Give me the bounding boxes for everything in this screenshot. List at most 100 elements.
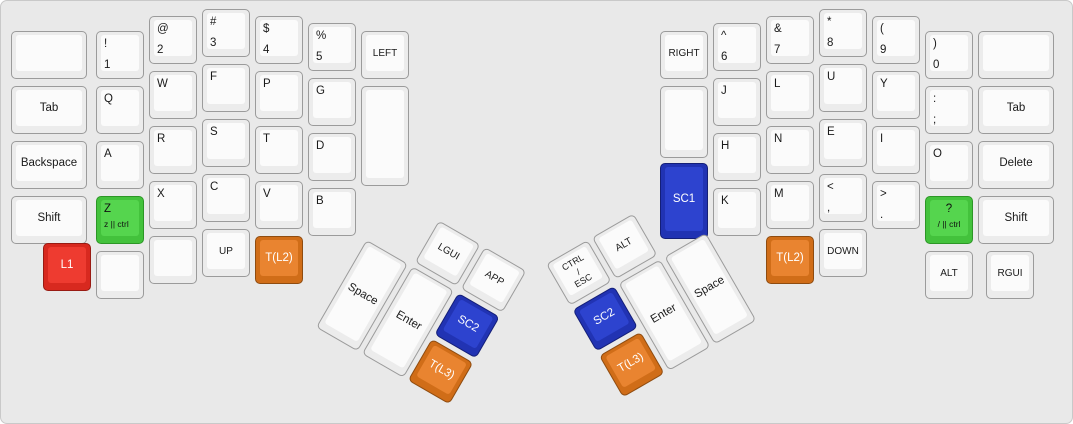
keycap-top — [101, 255, 139, 291]
key-labels: RGUI — [987, 252, 1033, 298]
key-label: T(L3) — [616, 351, 646, 376]
key-labels: Delete — [979, 142, 1053, 188]
keycap-top — [154, 75, 192, 111]
key-right-arrow: RIGHT — [660, 31, 708, 79]
key-label: Enter — [393, 308, 424, 333]
key-shift-left: Shift — [11, 196, 87, 244]
keycap-top — [718, 192, 756, 228]
key-label: , — [827, 202, 831, 215]
key-labels: V — [256, 182, 302, 228]
key-label: U — [827, 71, 836, 83]
key-labels: P — [256, 72, 302, 118]
key-l: L — [766, 71, 814, 119]
key-d: D — [308, 133, 356, 181]
key-semicolon: :; — [925, 86, 973, 134]
key-label: ) — [933, 38, 937, 50]
key-k: K — [713, 188, 761, 236]
key-label: ALT — [940, 268, 958, 280]
key-u: U — [819, 64, 867, 112]
key-label: Backspace — [20, 157, 78, 170]
key-labels: RIGHT — [661, 32, 707, 78]
key-labels: H — [714, 134, 760, 180]
key-label: Shift — [1004, 212, 1028, 225]
key-label: RIGHT — [668, 48, 700, 60]
key-alt-right: ALT — [925, 251, 973, 299]
keycap-top — [207, 123, 245, 159]
key-labels: :; — [926, 87, 972, 133]
keycap-top — [718, 137, 756, 173]
keycap-top — [101, 145, 139, 181]
key-labels: Shift — [979, 197, 1053, 243]
key-labels: UP — [203, 230, 249, 276]
keycap-top — [260, 130, 298, 166]
key-label: UP — [219, 246, 233, 258]
key-labels: Tab — [12, 87, 86, 133]
keycap-top — [207, 233, 245, 269]
keycap-top — [877, 130, 915, 166]
key-label: D — [316, 140, 325, 152]
key-label: N — [774, 133, 783, 145]
keycap-top — [824, 233, 862, 269]
key-left-arrow: LEFT — [361, 31, 409, 79]
key-t-l2-right: T(L2) — [766, 236, 814, 284]
key-label: G — [316, 85, 325, 97]
key-label: DOWN — [827, 246, 859, 258]
keycap-top — [207, 178, 245, 214]
key-label: I — [880, 133, 884, 145]
keycap-top — [16, 35, 82, 71]
key-label: Tab — [39, 102, 59, 115]
key-labels: J — [714, 79, 760, 125]
key-labels: #3 — [203, 10, 249, 56]
key-sublabel: z || ctrl — [104, 219, 129, 230]
key-label: RGUI — [997, 268, 1023, 280]
keycap-top — [930, 255, 968, 291]
key-label: A — [104, 148, 112, 160]
key-labels: SC1 — [661, 164, 707, 238]
key-label: K — [721, 195, 729, 207]
key-tab-right: Tab — [978, 86, 1054, 134]
key-w: W — [149, 71, 197, 119]
key-0: )0 — [925, 31, 973, 79]
key-label: Q — [104, 93, 113, 105]
key-c: C — [202, 174, 250, 222]
key-label: ( — [880, 23, 884, 35]
keycap-top — [207, 68, 245, 104]
key-labels: U — [820, 65, 866, 111]
key-labels: *8 — [820, 10, 866, 56]
keycap-top — [101, 90, 139, 126]
key-label: 0 — [933, 59, 940, 72]
key-labels: T(L2) — [767, 237, 813, 283]
key-label: T(L2) — [265, 252, 293, 265]
key-t: T — [255, 126, 303, 174]
keycap-top — [824, 123, 862, 159]
key-labels — [150, 237, 196, 283]
key-label: 5 — [316, 51, 323, 64]
key-labels: T — [256, 127, 302, 173]
key-label: 4 — [263, 44, 270, 57]
key-label: 9 — [880, 44, 887, 57]
key-period: >. — [872, 181, 920, 229]
key-labels: I — [873, 127, 919, 173]
key-label: ; — [933, 114, 937, 127]
key-label: Shift — [37, 212, 61, 225]
keycap-top — [154, 240, 192, 276]
key-label: M — [774, 188, 784, 200]
keycap-top — [313, 137, 351, 173]
key-labels: X — [150, 182, 196, 228]
key-labels: D — [309, 134, 355, 180]
key-labels: T(L2) — [256, 237, 302, 283]
key-shift-right: Shift — [978, 196, 1054, 244]
key-label: $ — [263, 23, 270, 35]
keycap-top — [101, 200, 139, 236]
keycap-top — [260, 185, 298, 221]
key-labels: (9 — [873, 17, 919, 63]
key-labels — [12, 32, 86, 78]
key-label: O — [933, 148, 942, 160]
key-label: 7 — [774, 44, 781, 57]
key-label: < — [827, 181, 834, 193]
keycap-top — [771, 130, 809, 166]
key-label: 3 — [210, 37, 217, 50]
key-labels — [979, 32, 1053, 78]
keycap-top — [930, 145, 968, 181]
